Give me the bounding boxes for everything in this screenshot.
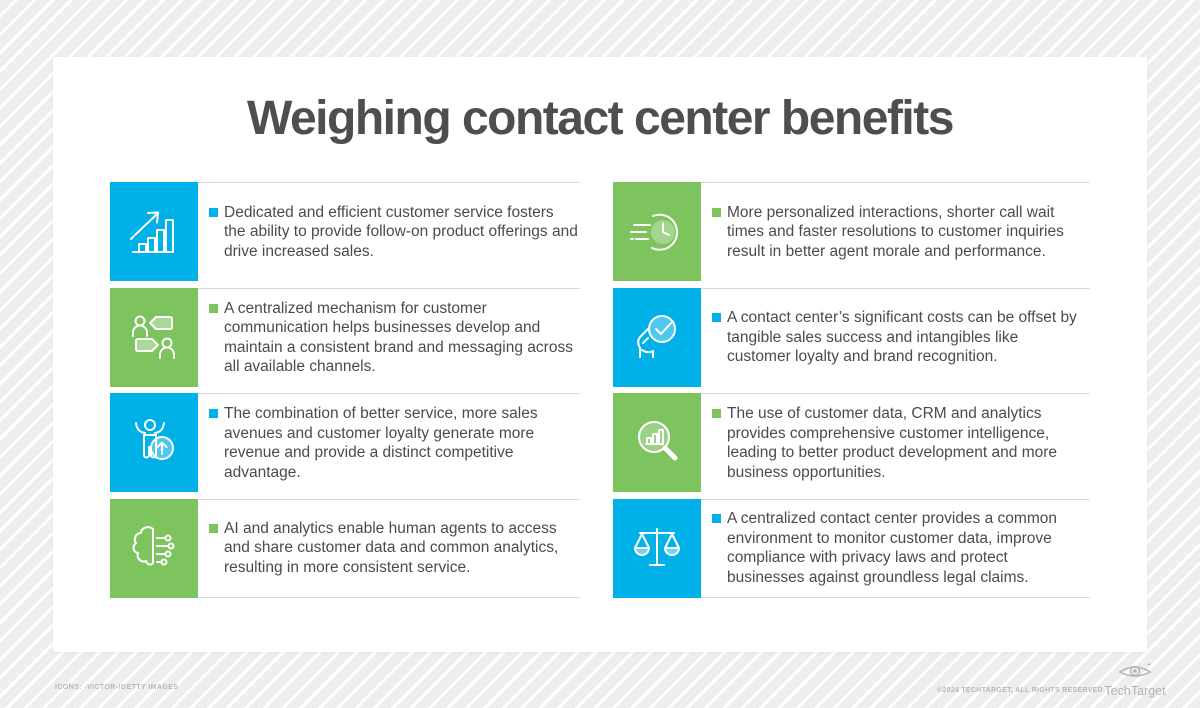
bar-chart-growth-icon — [130, 211, 174, 253]
benefit-item: More personalized interactions, shorter … — [613, 182, 1090, 281]
bullet-square — [209, 303, 218, 313]
benefit-text-area: The use of customer data, CRM and analyt… — [701, 393, 1090, 492]
benefit-tile — [613, 287, 701, 387]
left-column: Dedicated and efficient customer service… — [110, 182, 580, 604]
benefit-text: AI and analytics enable human agents to … — [209, 519, 578, 578]
benefit-tile — [613, 498, 701, 598]
benefit-text-content: The combination of better service, more … — [224, 405, 538, 481]
ai-brain-icon — [132, 526, 175, 566]
bullet-square — [209, 409, 218, 418]
bullet-square — [712, 207, 721, 217]
conversation-icon — [132, 315, 175, 359]
benefit-text-area: A centralized mechanism for customer com… — [198, 287, 580, 387]
benefit-text: A centralized mechanism for customer com… — [209, 299, 578, 377]
benefit-tile — [110, 393, 198, 492]
analytics-search-icon — [638, 420, 678, 460]
benefit-text: Dedicated and efficient customer service… — [209, 203, 578, 262]
benefit-text-content: AI and analytics enable human agents to … — [224, 519, 559, 576]
bullet-square — [712, 313, 721, 323]
benefit-text-content: More personalized interactions, shorter … — [727, 203, 1064, 260]
person-growth-icon — [135, 418, 174, 460]
benefit-text: The use of customer data, CRM and analyt… — [712, 404, 1082, 482]
benefit-text-area: The combination of better service, more … — [198, 393, 580, 492]
benefit-text: A centralized contact center provides a … — [712, 509, 1082, 587]
techtarget-eye-icon — [1118, 662, 1152, 677]
bullet-square — [712, 409, 721, 418]
benefit-item: A contact center’s significant costs can… — [613, 287, 1090, 387]
benefit-text: The combination of better service, more … — [209, 404, 578, 482]
benefit-text-area: AI and analytics enable human agents to … — [198, 498, 580, 598]
benefit-tile — [613, 182, 701, 281]
benefit-item: AI and analytics enable human agents to … — [110, 498, 580, 598]
benefit-item: A centralized contact center provides a … — [613, 498, 1090, 598]
techtarget-wordmark: TechTarget — [1104, 684, 1166, 698]
page-title: Weighing contact center benefits — [247, 92, 954, 145]
benefit-text-content: Dedicated and efficient customer service… — [224, 203, 578, 260]
bullet-square — [712, 514, 721, 523]
benefit-item: The combination of better service, more … — [110, 393, 580, 492]
icons-credit: ICONS: -VICTOR-/GETTY IMAGES — [55, 684, 179, 691]
benefit-item: Dedicated and efficient customer service… — [110, 182, 580, 281]
bullet-square — [209, 207, 218, 217]
benefit-tile — [613, 393, 701, 492]
benefit-text-content: The use of customer data, CRM and analyt… — [727, 405, 1058, 481]
benefit-text: A contact center’s significant costs can… — [712, 308, 1082, 367]
benefit-tile — [110, 498, 198, 598]
copyright-text: ©2024 TECHTARGET, ALL RIGHTS RESERVED — [936, 687, 1103, 694]
infographic-card: Weighing contact center benefits — [53, 57, 1147, 652]
benefit-tile — [110, 182, 198, 281]
benefit-item: A centralized mechanism for customer com… — [110, 287, 580, 387]
benefit-text-content: A centralized mechanism for customer com… — [224, 299, 573, 376]
benefit-text-area: A contact center’s significant costs can… — [701, 287, 1090, 387]
speed-clock-icon — [630, 213, 679, 251]
benefit-text-content: A contact center’s significant costs can… — [727, 309, 1077, 366]
hand-check-icon — [637, 315, 676, 358]
benefit-text-content: A centralized contact center provides a … — [727, 510, 1057, 586]
bullet-square — [209, 523, 218, 533]
techtarget-logo: TechTarget — [1103, 662, 1167, 698]
benefit-item: The use of customer data, CRM and analyt… — [613, 393, 1090, 492]
benefit-text-area: Dedicated and efficient customer service… — [198, 182, 580, 281]
scales-icon — [634, 528, 680, 566]
benefit-text-area: More personalized interactions, shorter … — [701, 182, 1090, 281]
benefit-text-area: A centralized contact center provides a … — [701, 498, 1090, 598]
benefit-tile — [110, 287, 198, 387]
right-column: More personalized interactions, shorter … — [613, 182, 1090, 604]
benefit-text: More personalized interactions, shorter … — [712, 203, 1082, 262]
